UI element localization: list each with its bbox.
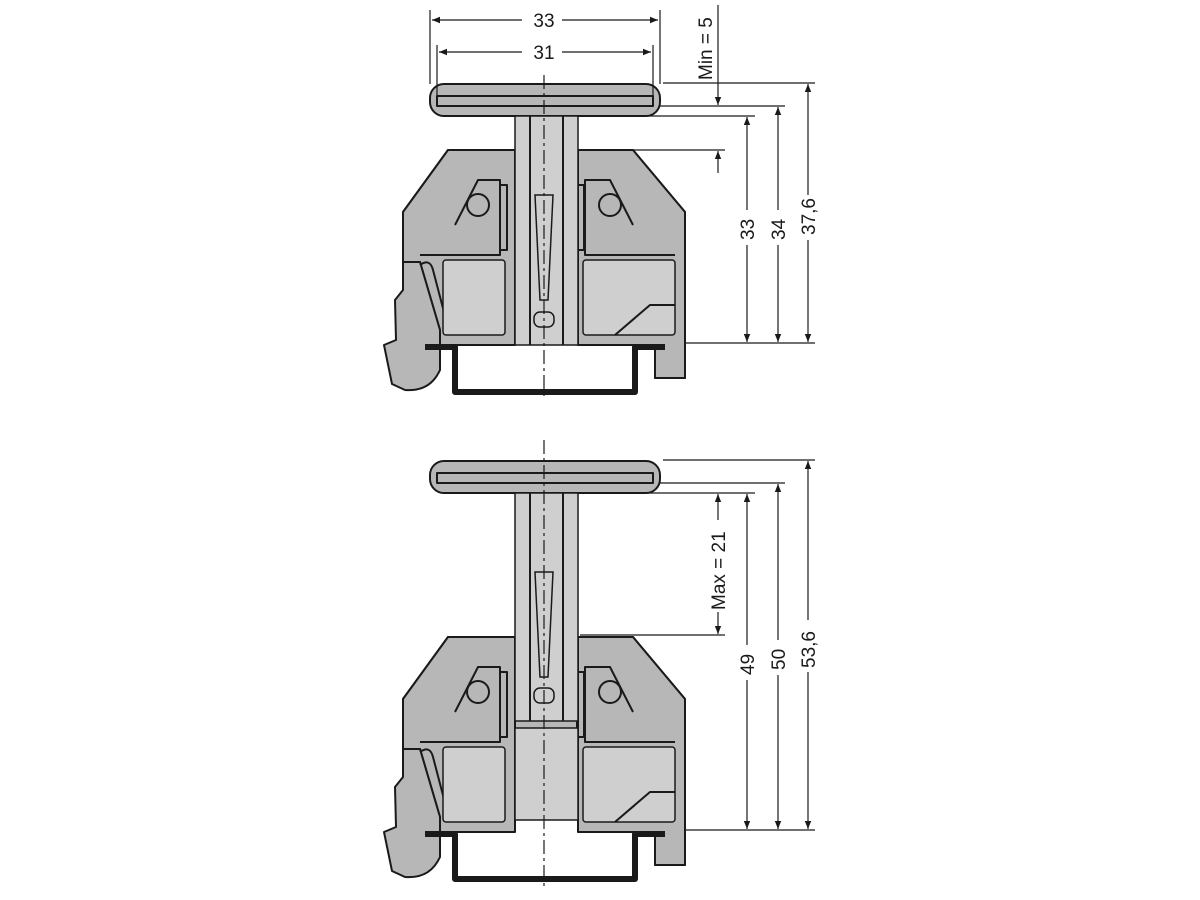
dim-marker-width-inner: 31	[533, 43, 554, 64]
dim-height-34: 34	[769, 218, 790, 240]
top-view: 33 31 Min = 5 33 34 37,6	[384, 5, 820, 400]
bottom-view: Max = 21 49 50 53,6	[384, 440, 820, 890]
dim-height-33: 33	[738, 219, 759, 240]
dim-height-53-6: 53,6	[799, 631, 820, 668]
dim-max-label: Max = 21	[709, 531, 730, 610]
dim-marker-width-outer: 33	[533, 11, 554, 32]
block-slot	[514, 727, 579, 821]
dim-height-49: 49	[738, 654, 759, 675]
dim-height-50: 50	[769, 649, 790, 670]
dim-min-label: Min = 5	[696, 17, 717, 80]
dim-height-37-6: 37,6	[799, 198, 820, 235]
